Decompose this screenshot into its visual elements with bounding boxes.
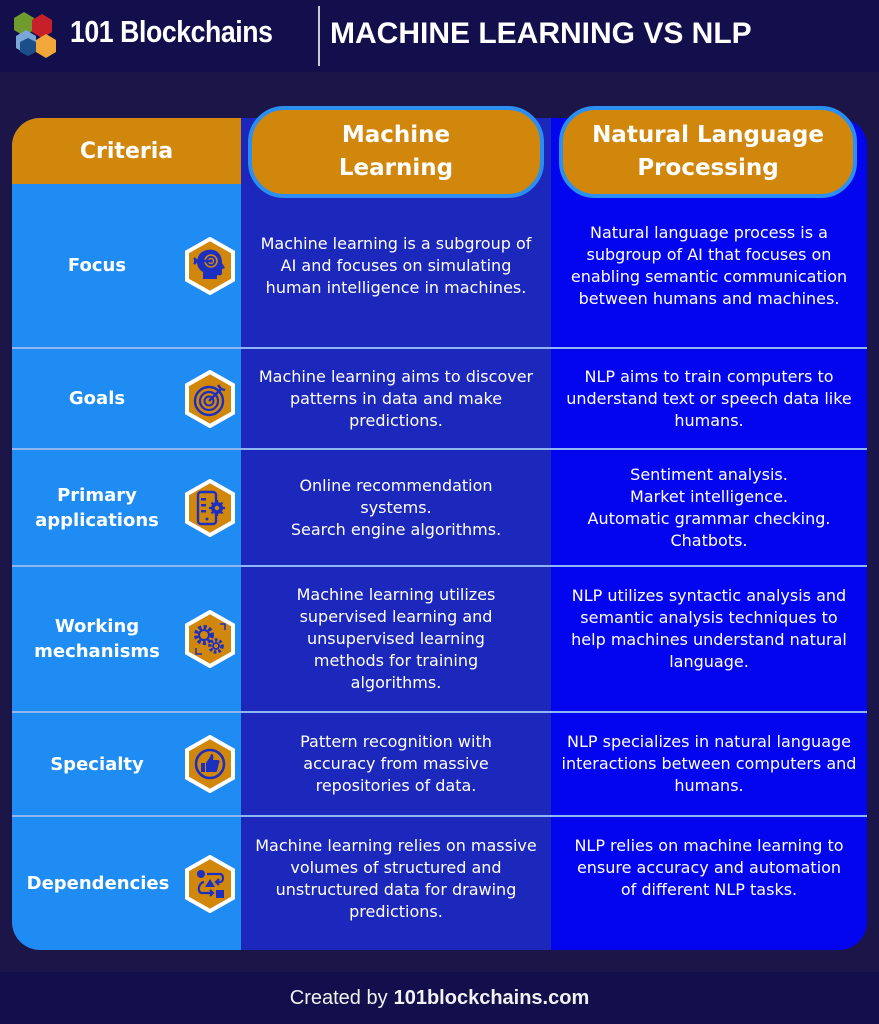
target-arrow-icon	[185, 369, 235, 428]
ml-cell: Machine learning utilizes supervised lea…	[296, 585, 496, 692]
ml-column	[241, 118, 551, 950]
workflow-shapes-icon	[185, 854, 235, 913]
header-bar: 101 Blockchains MACHINE LEARNING VS NLP	[0, 0, 879, 72]
ml-cell: Machine learning aims to discover patter…	[258, 366, 534, 430]
criteria-label: Specialty	[50, 753, 144, 775]
nlp-cell: NLP specializes in natural language inte…	[561, 732, 857, 795]
table-row-working-mechanisms: Working mechanisms Machine learning util…	[12, 565, 867, 711]
table-row-specialty: Specialty Pattern recognition with accur…	[12, 711, 867, 815]
comparison-table: Criteria Machine Learning Natural Langua…	[12, 106, 867, 950]
criteria-label: Dependencies	[26, 873, 170, 894]
footer-credit: Created by 101blockchains.com	[0, 972, 879, 1024]
header-divider	[318, 6, 320, 66]
page-title: MACHINE LEARNING VS NLP	[330, 17, 752, 50]
nlp-cell: NLP relies on machine learning to ensure…	[574, 836, 844, 899]
table-row-goals: Goals Machine learning aims to discover …	[12, 347, 867, 448]
ml-cell: Online recommendation systems. Search en…	[290, 475, 502, 539]
criteria-label: Working mechanisms	[34, 616, 160, 662]
gears-icon	[185, 610, 235, 668]
footer-prefix: Created by	[289, 986, 388, 1009]
table-row-dependencies: Dependencies Machine learning relies on …	[12, 815, 867, 950]
ml-header-label: Machine Learning	[338, 122, 454, 181]
nlp-column	[551, 118, 867, 950]
criteria-label: Focus	[67, 255, 127, 276]
nlp-header: Natural Language Processing	[559, 106, 857, 198]
nlp-cell: Natural language process is a subgroup o…	[570, 222, 848, 308]
criteria-label: Primary applications	[35, 484, 159, 531]
mobile-settings-icon	[185, 478, 235, 537]
brand-name: 101 Blockchains	[70, 14, 273, 49]
head-target-icon	[185, 236, 235, 295]
table-row-focus: Focus Machine learning is a subgroup of …	[12, 184, 867, 347]
nlp-header-label: Natural Language Processing	[592, 122, 824, 181]
criteria-header: Criteria	[12, 118, 241, 184]
criteria-label: Goals	[68, 388, 126, 409]
nlp-cell: NLP aims to train computers to understan…	[566, 366, 852, 430]
table-row-primary-applications: Primary applications Online recommendati…	[12, 448, 867, 565]
nlp-cell: NLP utilizes syntactic analysis and sema…	[571, 586, 847, 671]
criteria-column: Criteria	[12, 118, 241, 950]
footer-site: 101blockchains.com	[393, 986, 590, 1009]
ml-cell: Machine learning is a subgroup of AI and…	[260, 233, 532, 297]
ml-cell: Pattern recognition with accuracy from m…	[300, 732, 492, 795]
nlp-cell: Sentiment analysis. Market intelligence.…	[587, 464, 831, 550]
ml-header: Machine Learning	[248, 106, 544, 198]
thumbs-up-icon	[185, 735, 235, 793]
ml-cell: Machine learning relies on massive volum…	[255, 836, 537, 921]
cubes-logo-icon	[14, 12, 56, 58]
